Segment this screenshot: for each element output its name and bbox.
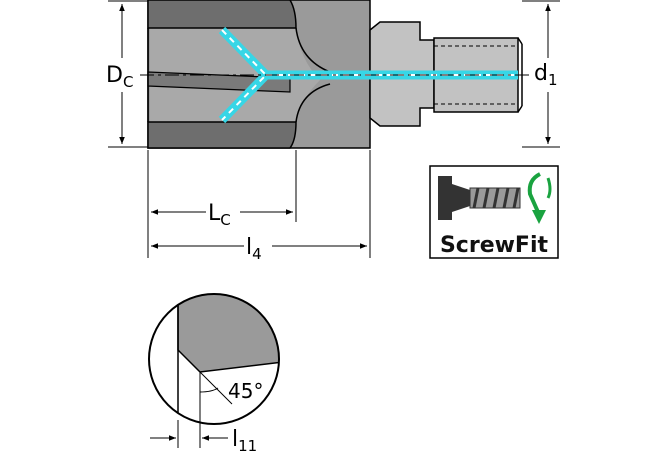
d1-label: d1 [534, 61, 558, 89]
rotate-arrow-icon [527, 172, 552, 224]
detail-circle [148, 293, 280, 425]
bottom-insert [147, 121, 297, 149]
screwfit-badge: ScrewFit [429, 165, 559, 259]
flute-curve-bottom [295, 83, 331, 123]
dc-label: DC [106, 63, 133, 91]
top-insert [147, 0, 297, 29]
screwfit-icon [438, 176, 521, 220]
l11-label: l11 [232, 427, 257, 455]
cutter-side-view [140, 0, 530, 149]
detail-view: 45° l11 [148, 293, 280, 455]
dimensions: DC d1 LC l4 [104, 0, 564, 263]
angle-label: 45° [228, 379, 263, 403]
lc-label: LC [208, 201, 231, 229]
screwfit-label: ScrewFit [440, 233, 549, 258]
l4-label: l4 [246, 235, 262, 263]
insert-detail [177, 294, 279, 373]
flute-curve-top [295, 27, 331, 73]
